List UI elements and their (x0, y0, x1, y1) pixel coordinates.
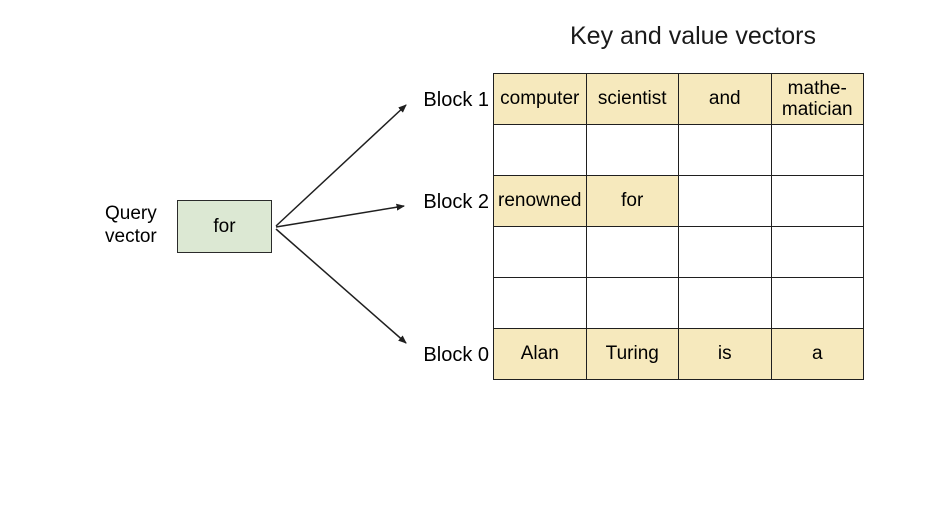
query-vector-label-line1: Query (105, 203, 157, 224)
table-cell (678, 124, 772, 176)
block-label-2: Block 2 (423, 191, 489, 213)
table-row: renowned for (493, 175, 864, 227)
table-cell: computer (493, 73, 587, 125)
table-row (493, 226, 864, 278)
table-cell (493, 277, 587, 329)
table-cell (770, 124, 864, 176)
block-label-1: Block 1 (423, 89, 489, 111)
table-cell (585, 226, 679, 278)
diagram-title: Key and value vectors (570, 22, 816, 50)
table-row (493, 277, 864, 329)
table-cell (493, 226, 587, 278)
key-value-table: computer scientist and mathe- matician r… (493, 73, 864, 380)
table-row: computer scientist and mathe- matician (493, 73, 864, 125)
table-cell: a (770, 328, 864, 380)
table-cell: and (678, 73, 772, 125)
table-cell (770, 277, 864, 329)
block-label-0: Block 0 (423, 344, 489, 366)
table-cell: Alan (493, 328, 587, 380)
table-cell (678, 277, 772, 329)
query-box-text: for (213, 215, 236, 237)
table-cell: is (678, 328, 772, 380)
query-box: for (177, 200, 272, 253)
table-row (493, 124, 864, 176)
table-cell (493, 124, 587, 176)
table-cell (585, 124, 679, 176)
table-cell: mathe- matician (770, 73, 864, 125)
table-cell: Turing (585, 328, 679, 380)
query-vector-label-line2: vector (105, 226, 157, 247)
table-cell: scientist (585, 73, 679, 125)
query-vector-label: Query vector (105, 202, 157, 248)
table-cell (770, 226, 864, 278)
arrow-to-block-2 (275, 203, 405, 228)
table-cell: for (585, 175, 679, 227)
table-cell (770, 175, 864, 227)
table-row: Alan Turing is a (493, 328, 864, 380)
arrow-to-block-1 (275, 104, 407, 227)
table-cell (585, 277, 679, 329)
table-cell (678, 175, 772, 227)
table-cell: renowned (493, 175, 587, 227)
table-cell (678, 226, 772, 278)
arrow-to-block-0 (275, 228, 407, 344)
